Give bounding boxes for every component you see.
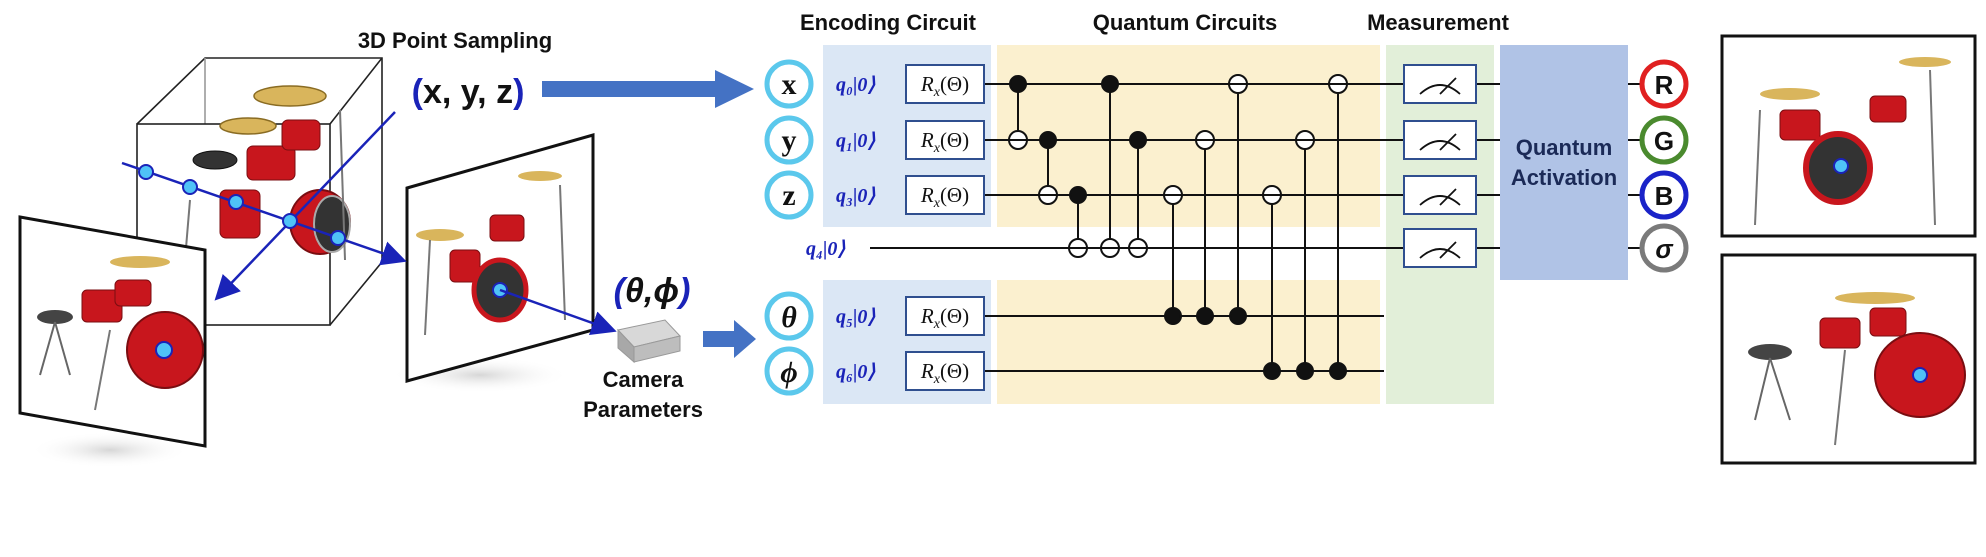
sampling-rays (121, 111, 617, 336)
qubit-labels: q₀|0⟩ q₁|0⟩ q₃|0⟩ q₄|0⟩ q₅|0⟩ q₆|0⟩ (806, 74, 875, 383)
output-sigma-label: σ (1655, 234, 1674, 264)
rx-gate-q6: Rx(Θ) (905, 351, 985, 391)
ray-to-camera (499, 288, 617, 336)
cnot-q5-q1 (1195, 130, 1215, 325)
sample-point (182, 179, 198, 195)
svg-text:Rx(Θ): Rx(Θ) (920, 183, 969, 211)
input-phi-label: ϕ (780, 356, 797, 389)
cube-top-right-edge (329, 57, 383, 125)
sample-point-left (155, 341, 173, 359)
camera-label-line2: Parameters (583, 397, 703, 422)
activation-label-line2: Activation (1511, 165, 1617, 190)
left-image-plane (18, 215, 207, 468)
measurement-title: Measurement (1367, 10, 1510, 35)
coords-arrow (542, 70, 754, 108)
svg-text:Rx(Θ): Rx(Θ) (920, 359, 969, 387)
quantum-panel-bottom (997, 280, 1380, 404)
input-x-label: x (782, 68, 797, 101)
qubit-label-q3: q₃|0⟩ (836, 185, 875, 207)
cnot-gates (1008, 74, 1348, 380)
input-node-y (764, 115, 814, 165)
qubit-label-q5: q₅|0⟩ (836, 306, 875, 328)
input-node-phi (764, 346, 814, 396)
rx-gate-q5: Rx(Θ) (905, 296, 985, 336)
sample-point (228, 194, 244, 210)
cnot-q0-q1 (1008, 75, 1028, 150)
encoding-title: Encoding Circuit (800, 10, 977, 35)
cnot-q0-q4 (1100, 75, 1120, 258)
quantum-activation-box (1500, 45, 1628, 280)
output-node-r (1639, 59, 1689, 109)
rx-gate-q3: Rx(Θ) (905, 175, 985, 215)
rx-gate-q0: Rx(Θ) (905, 64, 985, 104)
sample-point (282, 213, 298, 229)
sample-point (138, 164, 154, 180)
rx-gate-q1: Rx(Θ) (905, 120, 985, 160)
input-node-z (764, 170, 814, 220)
output-r-label: R (1655, 70, 1674, 100)
rendered-view-top (1720, 34, 1977, 238)
cnot-q5-q3 (1163, 185, 1183, 325)
sampling-title: 3D Point Sampling (358, 28, 552, 53)
meter-q0 (1403, 64, 1477, 104)
angles-arrow (703, 320, 756, 358)
sample-point (330, 230, 346, 246)
input-y-label: y (782, 124, 797, 157)
cnot-q1-q4 (1128, 131, 1148, 258)
cnot-q1-q3 (1038, 131, 1058, 205)
ray-diagonal (214, 111, 396, 301)
quantum-panel-top (997, 45, 1380, 227)
coords-label: (x, y, z) (412, 73, 525, 111)
qubit-label-q1: q₁|0⟩ (836, 130, 875, 152)
output-g-label: G (1654, 126, 1674, 156)
camera-icon (617, 319, 681, 364)
input-z-label: z (782, 179, 795, 212)
right-image-plane (390, 133, 595, 393)
camera-label-line1: Camera (603, 367, 684, 392)
input-node-theta (764, 291, 814, 341)
input-nodes: x y z θ ϕ (764, 59, 814, 396)
meter-q1 (1403, 120, 1477, 160)
cnot-q6-q1 (1295, 130, 1315, 380)
measurement-gates (1403, 64, 1477, 268)
view-angle-label: (θ,ϕ) (614, 272, 691, 310)
input-node-x (764, 59, 814, 109)
output-node-sigma (1639, 223, 1689, 273)
activation-label-line1: Quantum (1516, 135, 1613, 160)
output-b-label: B (1655, 181, 1674, 211)
cnot-q6-q0 (1328, 74, 1348, 380)
output-node-b (1639, 170, 1689, 220)
input-theta-label: θ (781, 301, 797, 334)
output-wires (1628, 83, 1642, 249)
qubit-label-q6: q₆|0⟩ (836, 361, 875, 383)
qubit-label-q4: q₄|0⟩ (806, 238, 845, 260)
ray-horizontal (121, 161, 407, 266)
meter-q3 (1403, 175, 1477, 215)
svg-text:Rx(Θ): Rx(Θ) (920, 72, 969, 100)
qubit-label-q0: q₀|0⟩ (836, 74, 875, 96)
rendered-view-bottom (1720, 253, 1977, 465)
sample-point-bottom-view (1912, 367, 1928, 383)
svg-text:Rx(Θ): Rx(Θ) (920, 128, 969, 156)
cnot-q5-q0 (1228, 74, 1248, 325)
output-nodes: R G B σ (1639, 59, 1689, 273)
rx-gates: Rx(Θ) Rx(Θ) Rx(Θ) Rx(Θ) Rx(Θ) (905, 64, 985, 391)
meter-q4 (1403, 228, 1477, 268)
output-node-g (1639, 115, 1689, 165)
measurement-panel (1386, 45, 1494, 404)
cnot-q3-q4 (1068, 186, 1088, 258)
sample-point-top-view (1833, 158, 1849, 174)
cnot-q6-q3 (1262, 185, 1282, 380)
quantum-title: Quantum Circuits (1093, 10, 1278, 35)
svg-text:Rx(Θ): Rx(Θ) (920, 304, 969, 332)
